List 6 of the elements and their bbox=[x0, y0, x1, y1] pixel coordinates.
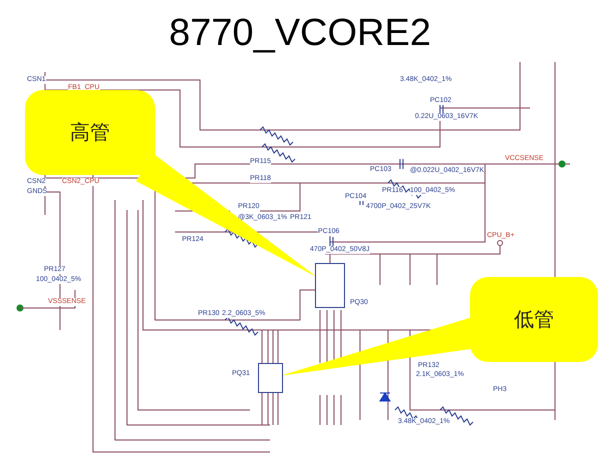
callout-box: 高管 bbox=[25, 90, 155, 175]
mosfet-chip bbox=[315, 263, 345, 308]
callout-pointer bbox=[136, 154, 316, 276]
diagram-title: 8770_VCORE2 bbox=[168, 11, 432, 56]
callout-box: 低管 bbox=[470, 277, 598, 362]
mosfet-chip bbox=[258, 363, 283, 393]
